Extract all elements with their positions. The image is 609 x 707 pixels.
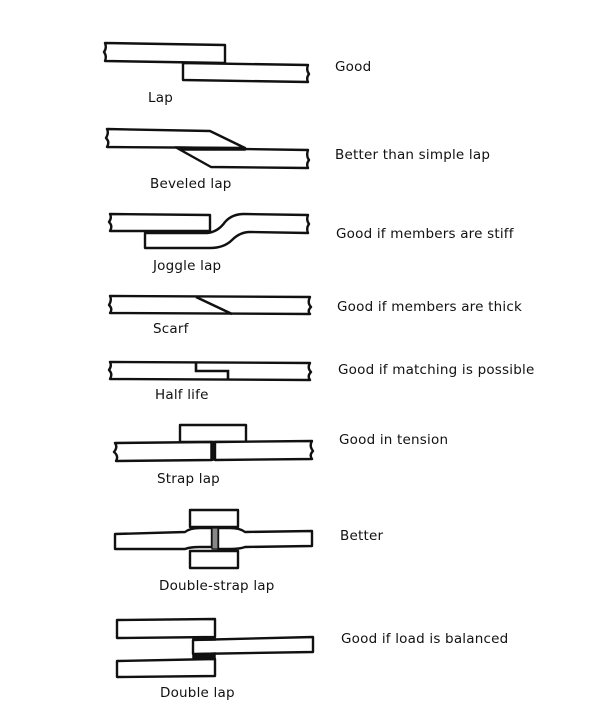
diagram-lap (102, 41, 311, 84)
double-lap-upper-member (115, 617, 217, 640)
joint-name: Double lap (160, 685, 235, 701)
joggle-upper-member (107, 212, 212, 233)
diagram-beveled-lap (104, 127, 311, 170)
joint-rating: Good if load is balanced (341, 631, 509, 647)
joint-rating: Good if members are stiff (336, 226, 514, 242)
beveled-upper-member (104, 127, 247, 150)
strap-joint-gap (210, 441, 216, 461)
joint-rating: Better than simple lap (335, 147, 491, 163)
beveled-adhesive (174, 146, 246, 151)
strap-plate (178, 423, 248, 444)
diagram-joggle-lap (107, 212, 311, 250)
joint-name: Strap lap (157, 471, 220, 487)
joint-rating: Good in tension (339, 432, 449, 448)
joint-rating: Good (335, 59, 372, 75)
scarf-joint-line (195, 295, 233, 316)
double-strap-bottom-plate (188, 549, 240, 570)
joint-name: Lap (148, 90, 173, 106)
double-strap-top-plate (188, 508, 240, 529)
strap-right-member (213, 439, 315, 462)
joint-name: Double-strap lap (159, 578, 275, 594)
lap-lower-member (181, 61, 311, 84)
diagram-double-strap-lap (113, 508, 314, 570)
diagram-double-lap (115, 617, 315, 679)
double-lap-middle-member (191, 635, 315, 656)
double-lap-adhesive-bottom (192, 652, 216, 660)
joint-name: Joggle lap (153, 258, 222, 274)
joint-rating: Good if members are thick (337, 299, 522, 315)
lap-upper-member (102, 41, 227, 65)
double-strap-joint-fill (211, 527, 219, 550)
double-lap-adhesive-top (192, 636, 216, 641)
double-strap-left-member (113, 526, 214, 551)
joint-rating: Good if matching is possible (338, 362, 535, 378)
diagram-strap-lap (112, 423, 315, 463)
double-lap-lower-member (115, 657, 217, 679)
diagram-scarf (107, 294, 313, 316)
joint-name: Half life (155, 387, 209, 403)
half-life-joint-line (194, 362, 230, 380)
beveled-lower-member (175, 146, 311, 170)
joint-rating: Better (340, 528, 384, 544)
double-strap-right-member (216, 526, 314, 551)
joint-name: Scarf (153, 321, 189, 337)
joint-name: Beveled lap (150, 176, 232, 192)
diagram-half-life (107, 360, 313, 382)
joggle-lower-member (143, 212, 311, 250)
strap-left-member (112, 440, 214, 463)
